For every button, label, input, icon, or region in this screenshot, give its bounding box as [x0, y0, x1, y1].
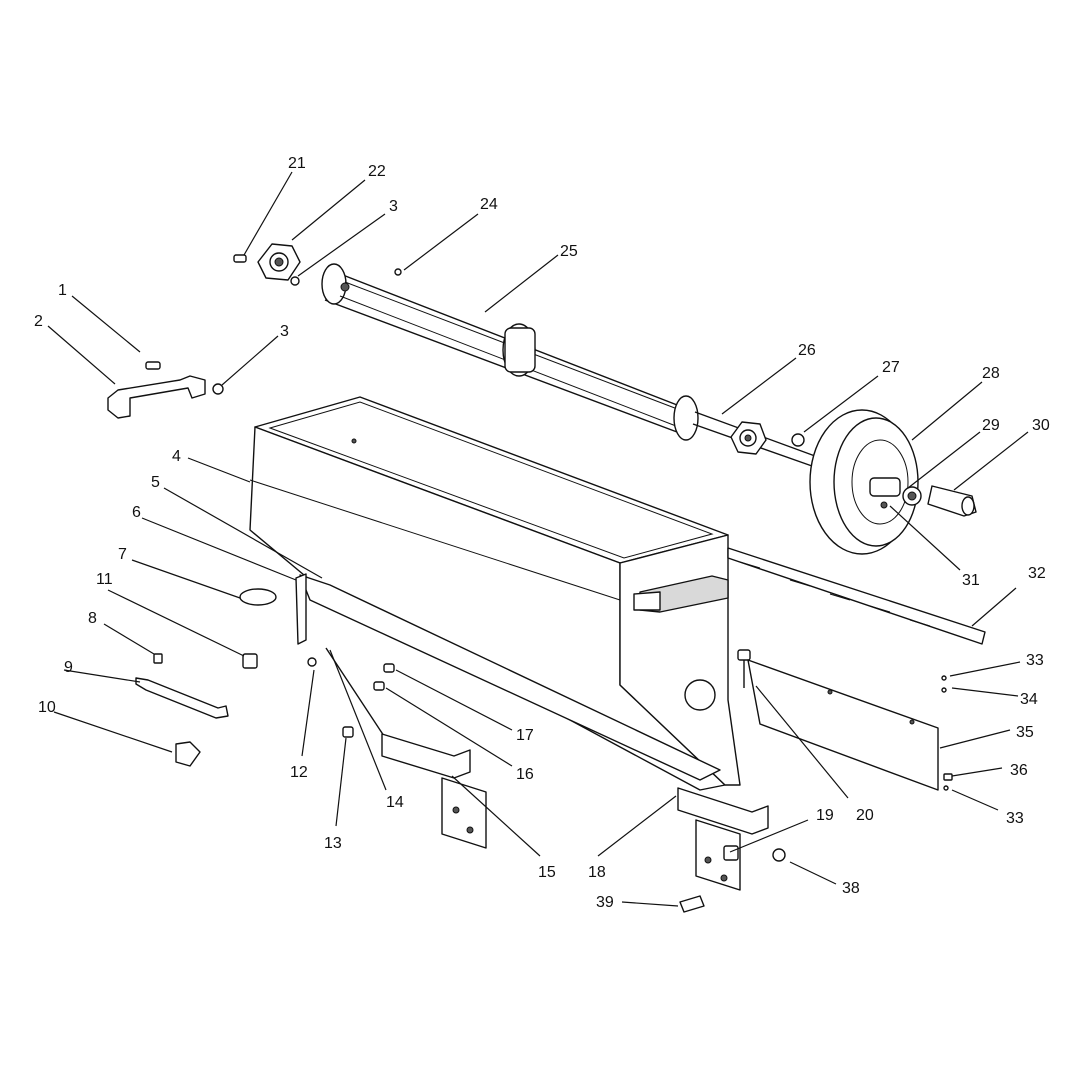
wheel — [809, 409, 977, 555]
callout-3-handle: 3 — [280, 323, 289, 340]
spreader-blade — [747, 659, 939, 791]
callout-39: 39 — [596, 894, 614, 911]
callout-9: 9 — [64, 659, 73, 676]
bearing-flange-top — [257, 243, 301, 281]
callout-8: 8 — [88, 610, 97, 627]
callout-34: 34 — [1020, 691, 1038, 708]
callout-33-top: 33 — [1026, 652, 1044, 669]
callout-30: 30 — [1032, 417, 1050, 434]
callout-15: 15 — [538, 864, 556, 881]
callout-19: 19 — [816, 807, 834, 824]
callout-29: 29 — [982, 417, 1000, 434]
deflector-strip — [727, 547, 986, 645]
callout-18: 18 — [588, 864, 606, 881]
hopper-body — [249, 396, 741, 791]
callout-35: 35 — [1016, 724, 1034, 741]
callout-14: 14 — [386, 794, 404, 811]
callout-20: 20 — [856, 807, 874, 824]
shutoff-rod — [135, 677, 229, 767]
callout-7: 7 — [118, 546, 127, 563]
callout-1: 1 — [58, 282, 67, 299]
callout-38: 38 — [842, 880, 860, 897]
callout-2: 2 — [34, 313, 43, 330]
callout-25: 25 — [560, 243, 578, 260]
agitator-shaft — [321, 263, 816, 467]
callout-5: 5 — [151, 474, 160, 491]
callout-6: 6 — [132, 504, 141, 521]
callout-32: 32 — [1028, 565, 1046, 582]
callout-36: 36 — [1010, 762, 1028, 779]
mount-bracket-right — [677, 787, 769, 891]
leader-lines — [47, 171, 1029, 907]
small-hardware — [145, 254, 953, 791]
callout-11: 11 — [96, 571, 113, 588]
callout-33-bottom: 33 — [1006, 810, 1024, 827]
callout-10: 10 — [38, 699, 56, 716]
callout-26: 26 — [798, 342, 816, 359]
callout-22: 22 — [368, 163, 386, 180]
callout-numbers: 21 22 3 24 25 1 2 3 26 27 28 29 30 31 4 … — [34, 155, 1050, 911]
callout-16: 16 — [516, 766, 534, 783]
mount-bracket-left — [381, 733, 487, 849]
callout-27: 27 — [882, 359, 900, 376]
bearing-flange-shaft — [730, 421, 767, 455]
callout-17: 17 — [516, 727, 534, 744]
callout-12: 12 — [290, 764, 308, 781]
callout-28: 28 — [982, 365, 1000, 382]
handle-bracket — [107, 375, 206, 419]
bolts — [679, 649, 786, 913]
callout-31: 31 — [962, 572, 980, 589]
callout-3-top: 3 — [389, 198, 398, 215]
callout-21: 21 — [288, 155, 306, 172]
callout-13: 13 — [324, 835, 342, 852]
callout-24: 24 — [480, 196, 498, 213]
callout-4: 4 — [172, 448, 181, 465]
